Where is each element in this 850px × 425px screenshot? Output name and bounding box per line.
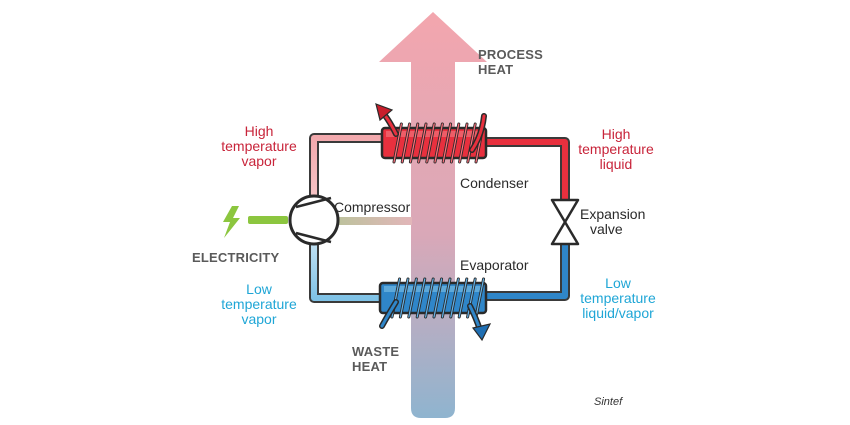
evaporator-coil [378, 277, 492, 342]
expansion-valve-icon [550, 198, 580, 246]
coil-turn [459, 123, 468, 163]
coil-turn [409, 123, 419, 163]
coil-turn [475, 278, 485, 318]
source-credit: Sintef [594, 396, 623, 408]
coil-turn [467, 123, 476, 163]
condenser-coil [375, 103, 488, 164]
refrigerant-loop [309, 133, 570, 303]
coil-turn [401, 123, 411, 163]
coil-turn [425, 278, 434, 318]
coil-turn [426, 123, 435, 163]
coil-turn [441, 278, 451, 318]
compressor-label: Compressor [334, 199, 411, 215]
compressor-drive-link [330, 217, 412, 225]
coil-turn [408, 278, 417, 318]
coil-turn [450, 278, 459, 318]
coil-turn [467, 278, 476, 318]
coil-turn [442, 123, 452, 163]
electricity-line [248, 216, 288, 224]
coil-turn [433, 278, 443, 318]
arrow-head-icon [471, 323, 492, 342]
electricity-label: ELECTRICITY [192, 250, 280, 265]
coil-turn [434, 123, 443, 163]
coil-turn [450, 123, 460, 163]
condenser-label: Condenser [460, 175, 529, 191]
coil-turn [418, 123, 427, 163]
evaporator-label: Evaporator [460, 257, 529, 273]
coil-turn [458, 278, 468, 318]
lightning-icon [223, 206, 240, 238]
coil-turn [393, 123, 402, 163]
compressor-icon [288, 194, 340, 246]
arrow-head-icon [375, 103, 394, 122]
heat-arrow-up-icon [379, 12, 487, 418]
coil-turn [416, 278, 426, 318]
coil-turn [399, 278, 409, 318]
